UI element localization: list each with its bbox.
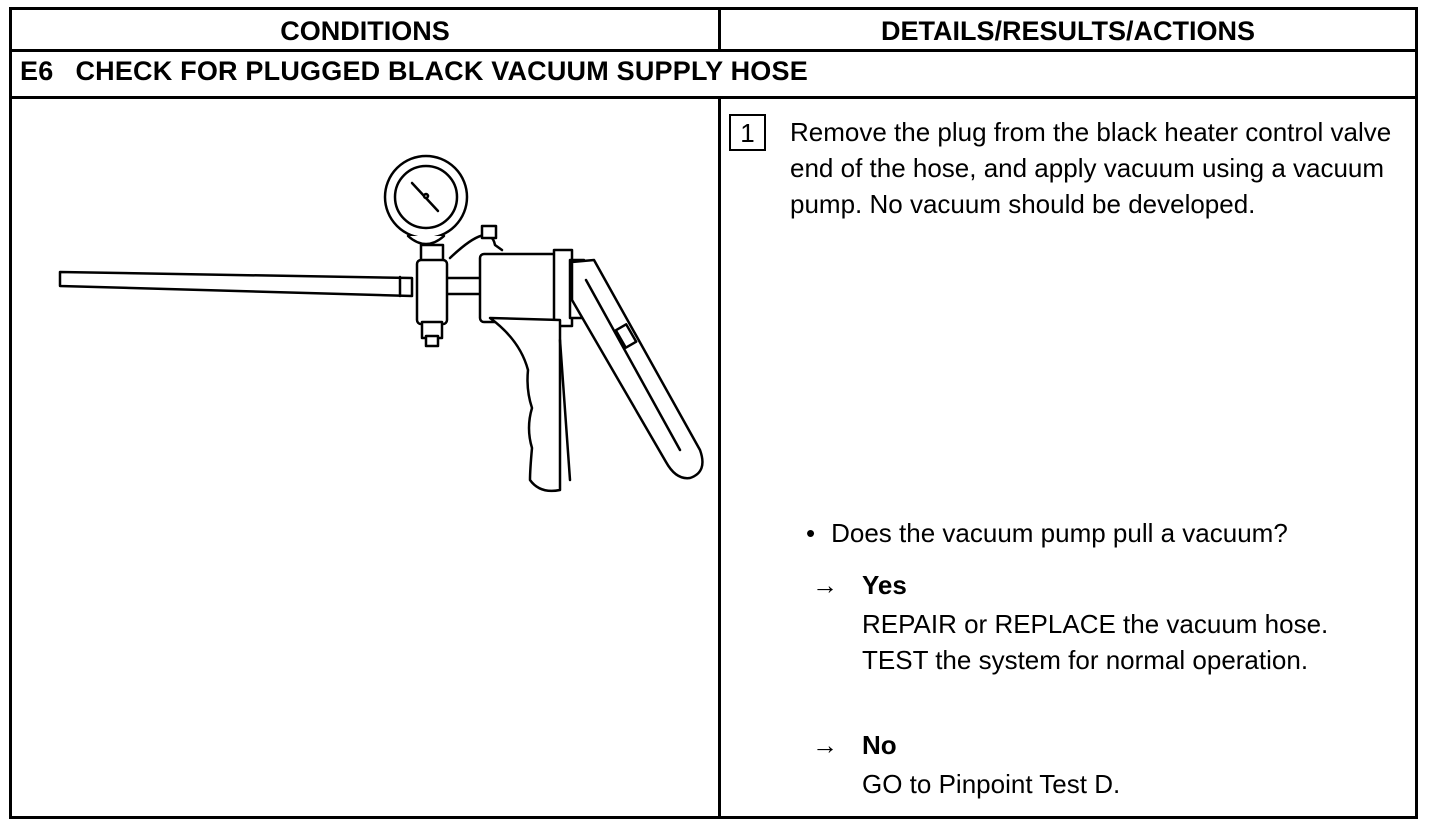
table-header: CONDITIONS DETAILS/RESULTS/ACTIONS [12, 10, 1415, 52]
vacuum-pump-icon [58, 154, 704, 493]
answer-label-yes: Yes [862, 570, 907, 600]
question: • Does the vacuum pump pull a vacuum? [806, 518, 1288, 549]
column-divider [718, 10, 721, 816]
step-number-box: 1 [729, 114, 766, 151]
test-code: E6 [20, 56, 54, 86]
step-instructions: Remove the plug from the black heater co… [790, 117, 1392, 219]
test-title: E6 CHECK FOR PLUGGED BLACK VACUUM SUPPLY … [20, 56, 808, 87]
bullet-icon: • [806, 518, 816, 548]
test-title-text: CHECK FOR PLUGGED BLACK VACUUM SUPPLY HO… [75, 56, 808, 86]
arrow-right-icon: → [812, 570, 838, 600]
answer-label-no: No [862, 730, 897, 760]
answer-text-no: GO to Pinpoint Test D. [862, 769, 1121, 799]
details-header: DETAILS/RESULTS/ACTIONS [880, 16, 1255, 46]
conditions-header: CONDITIONS [280, 16, 450, 46]
test-title-row: E6 CHECK FOR PLUGGED BLACK VACUUM SUPPLY … [12, 52, 1415, 99]
answer-text-yes: REPAIR or REPLACE the vacuum hose. TEST … [862, 609, 1329, 675]
arrow-right-icon: → [812, 730, 838, 760]
question-text: Does the vacuum pump pull a vacuum? [831, 518, 1288, 548]
diagnostic-table: CONDITIONS DETAILS/RESULTS/ACTIONS E6 CHE… [9, 7, 1418, 819]
